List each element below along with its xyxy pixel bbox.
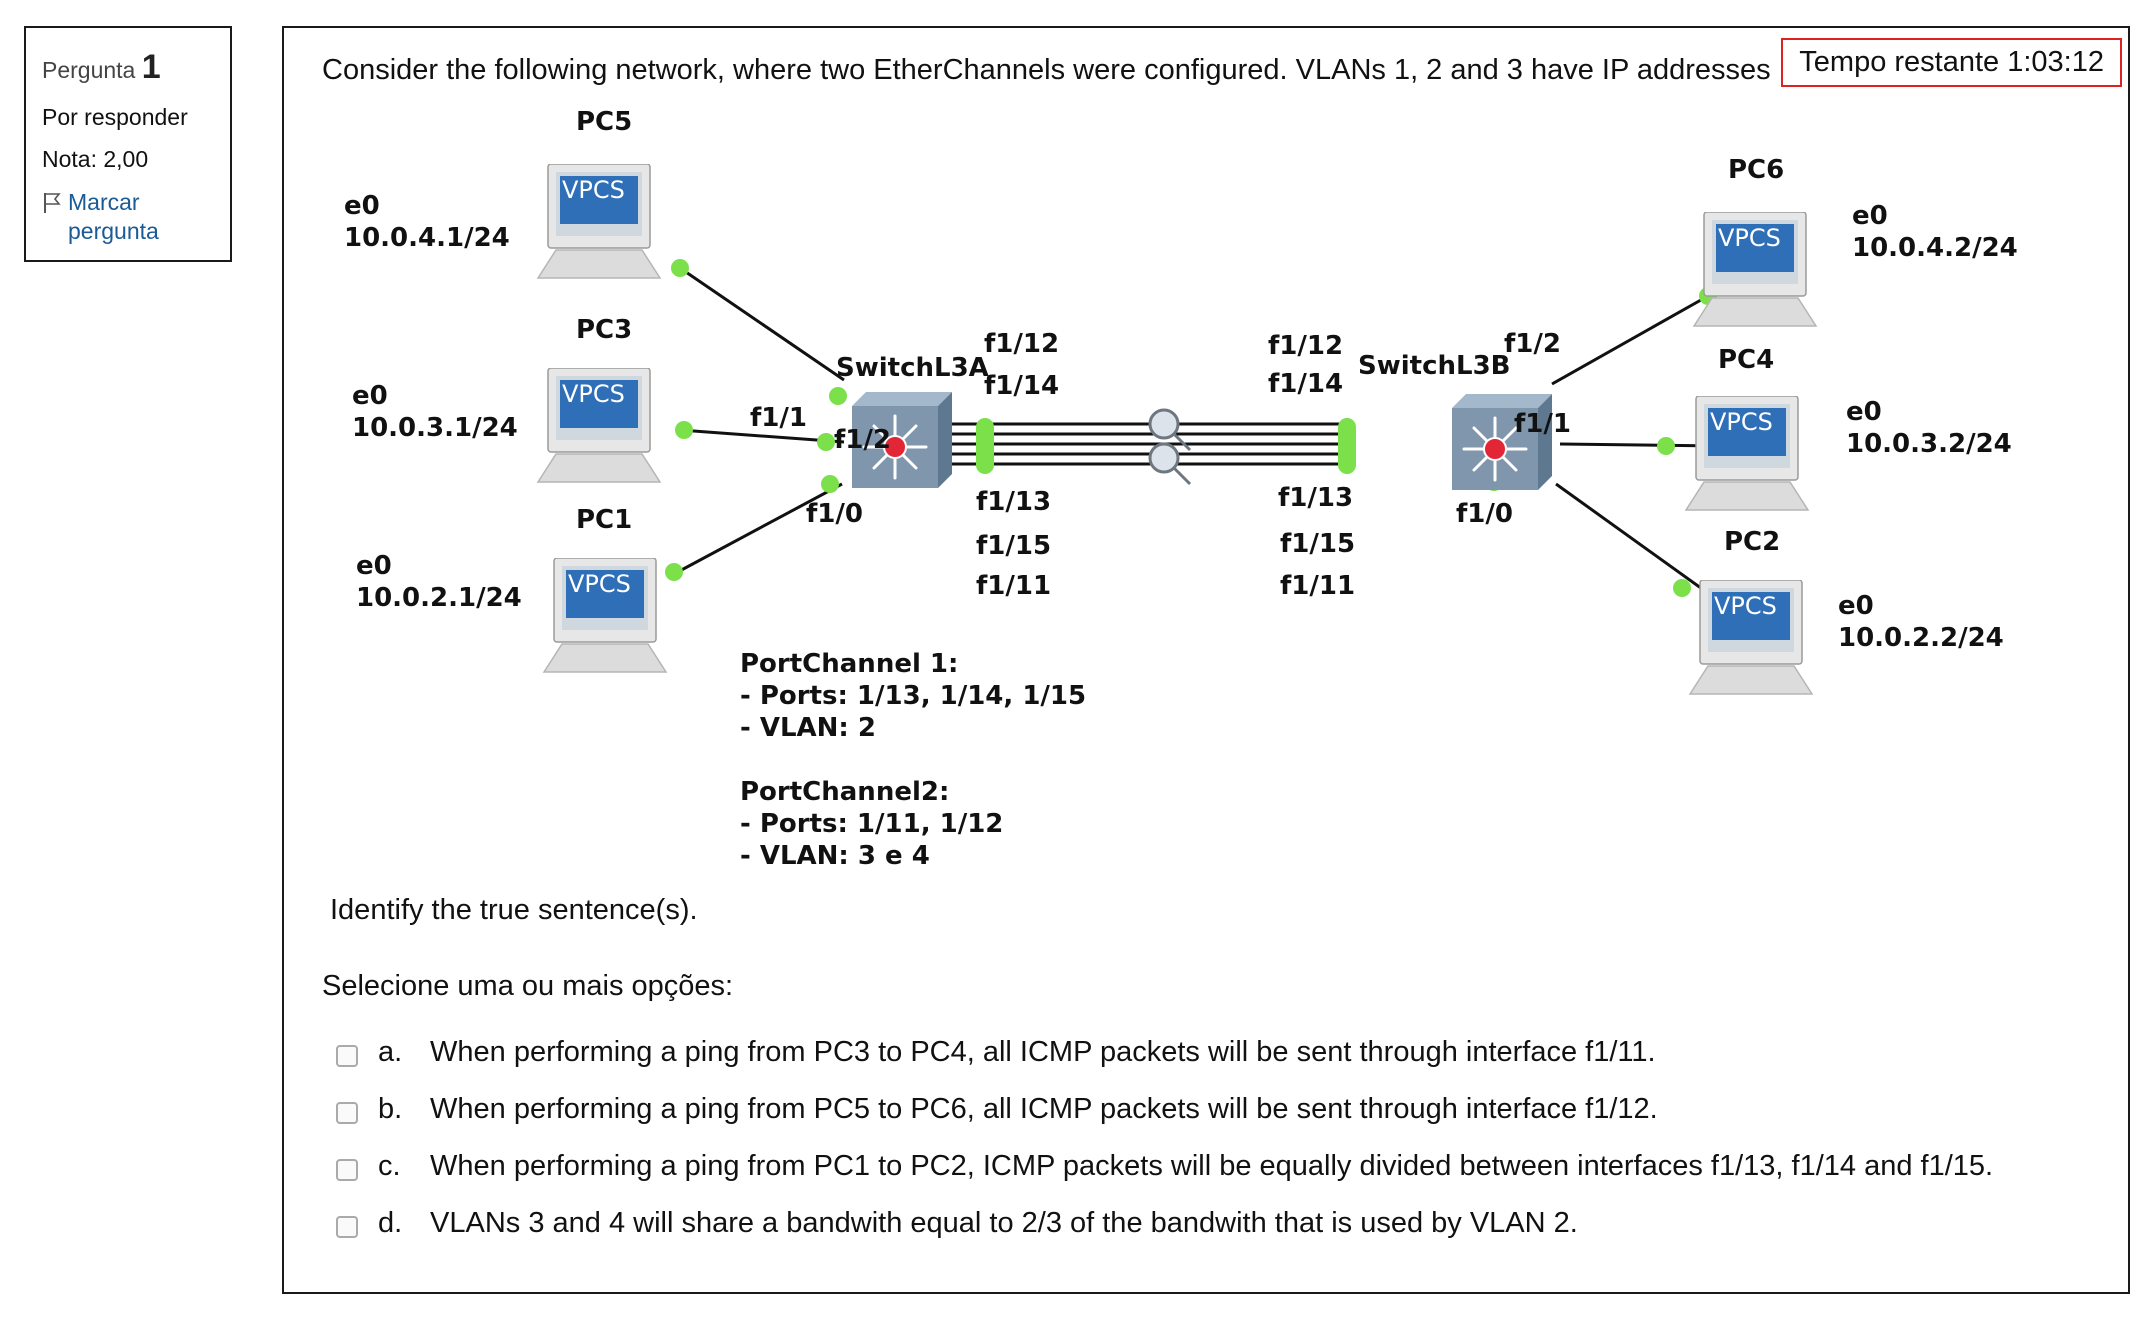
switch-a-port-f1-1: f1/1 — [750, 403, 807, 433]
option-a-letter: a. — [378, 1036, 403, 1068]
question-info-panel: Pergunta 1 Por responder Nota: 2,00 Marc… — [24, 26, 232, 262]
switch-a-port-f1-0: f1/0 — [806, 499, 863, 529]
answer-options: a. When performing a ping from PC3 to PC… — [336, 1024, 1993, 1252]
pc5-ip: 10.0.4.1/24 — [344, 223, 510, 253]
pc3-ip: 10.0.3.1/24 — [352, 413, 518, 443]
question-status: Por responder — [42, 103, 188, 130]
switch-a-port-f1-13: f1/13 — [976, 487, 1051, 517]
switch-b-label: SwitchL3B — [1358, 351, 1510, 381]
links — [673, 266, 1721, 598]
vpcs-label-pc3: VPCS — [562, 380, 625, 408]
switch-a-port-f1-14: f1/14 — [984, 371, 1059, 401]
portchannel1-title: PortChannel 1: — [740, 649, 958, 679]
switch-a-port-f1-11: f1/11 — [976, 571, 1051, 601]
pc5-iface: e0 — [344, 191, 380, 221]
pc3-name: PC3 — [576, 315, 632, 345]
option-c-letter: c. — [378, 1150, 401, 1182]
switch-a-port-f1-12: f1/12 — [984, 329, 1059, 359]
option-b-text: When performing a ping from PC5 to PC6, … — [430, 1093, 1658, 1125]
portchannel1-ports: - Ports: 1/13, 1/14, 1/15 — [740, 681, 1086, 711]
option-d-text: VLANs 3 and 4 will share a bandwith equa… — [430, 1207, 1578, 1239]
pc4-iface: e0 — [1846, 397, 1882, 427]
switch-b-port-f1-11: f1/11 — [1280, 571, 1355, 601]
pc2-name: PC2 — [1724, 527, 1780, 557]
link-pc1-switch-a — [673, 482, 843, 576]
vpcs-label-pc4: VPCS — [1710, 408, 1773, 436]
packet-capture-icon — [1148, 408, 1192, 486]
etherchannel-links — [900, 422, 1346, 466]
question-label: Pergunta — [42, 57, 136, 83]
question-container: Consider the following network, where tw… — [282, 26, 2130, 1294]
pc1-ip: 10.0.2.1/24 — [356, 583, 522, 613]
portchannel2-ports: - Ports: 1/11, 1/12 — [740, 809, 1003, 839]
link-pc5-switch-a — [679, 266, 845, 382]
question-heading: Pergunta 1 — [42, 46, 214, 89]
option-b-letter: b. — [378, 1093, 403, 1125]
option-c[interactable]: c. When performing a ping from PC1 to PC… — [336, 1138, 1993, 1195]
flag-question-link[interactable]: Marcar pergunta — [42, 188, 214, 246]
pc6-ip: 10.0.4.2/24 — [1852, 233, 2018, 263]
flag-icon — [44, 193, 61, 213]
switch-b-port-f1-15: f1/15 — [1280, 529, 1355, 559]
portchannel2-vlan: - VLAN: 3 e 4 — [740, 841, 930, 871]
question-grade: Nota: 2,00 — [42, 146, 149, 173]
switch-b-port-f1-2: f1/2 — [1504, 329, 1561, 359]
option-d[interactable]: d. VLANs 3 and 4 will share a bandwith e… — [336, 1195, 1993, 1252]
pc1-iface: e0 — [356, 551, 392, 581]
switch-b-port-f1-14: f1/14 — [1268, 369, 1343, 399]
vpcs-label-pc1: VPCS — [568, 570, 631, 598]
select-options-label: Selecione uma ou mais opções: — [322, 970, 734, 1002]
option-a-text: When performing a ping from PC3 to PC4, … — [430, 1036, 1656, 1068]
pc2-iface: e0 — [1838, 591, 1874, 621]
pc3-iface: e0 — [352, 381, 388, 411]
switch-b-port-f1-13: f1/13 — [1278, 483, 1353, 513]
switch-a-port-f1-2: f1/2 — [834, 425, 891, 455]
pc6-iface: e0 — [1852, 201, 1888, 231]
option-c-text: When performing a ping from PC1 to PC2, … — [430, 1150, 1994, 1182]
switch-b-port-f1-1: f1/1 — [1514, 409, 1571, 439]
link-pc3-switch-a — [679, 428, 845, 444]
link-pc6-switch-b — [1551, 294, 1709, 386]
link-pc4-switch-b — [1559, 442, 1721, 448]
pc2-ip: 10.0.2.2/24 — [1838, 623, 2004, 653]
pc4-ip: 10.0.3.2/24 — [1846, 429, 2012, 459]
pc1-name: PC1 — [576, 505, 632, 535]
pc6-name: PC6 — [1728, 155, 1784, 185]
option-d-letter: d. — [378, 1207, 403, 1239]
flag-question-label[interactable]: Marcar pergunta — [68, 189, 159, 244]
portchannel2-title: PortChannel2: — [740, 777, 949, 807]
vpcs-label-pc6: VPCS — [1718, 224, 1781, 252]
switch-b-port-f1-0: f1/0 — [1456, 499, 1513, 529]
pc5-name: PC5 — [576, 107, 632, 137]
switch-a-label: SwitchL3A — [836, 353, 989, 383]
question-instruction: Identify the true sentence(s). — [330, 894, 698, 926]
switch-b-port-f1-12: f1/12 — [1268, 331, 1343, 361]
option-a-checkbox[interactable] — [336, 1044, 358, 1067]
switch-a-port-f1-15: f1/15 — [976, 531, 1051, 561]
question-number: 1 — [141, 48, 161, 86]
pc4-name: PC4 — [1718, 345, 1774, 375]
network-diagram: SwitchL3A SwitchL3B VPCS VPCS VPCS VPCS … — [344, 107, 2018, 871]
link-pc2-switch-b — [1555, 482, 1713, 598]
portchannel1-vlan: - VLAN: 2 — [740, 713, 876, 743]
vpcs-label-pc5: VPCS — [562, 176, 625, 204]
vpcs-label-pc2: VPCS — [1714, 592, 1777, 620]
option-b-checkbox[interactable] — [336, 1101, 358, 1124]
question-text: Consider the following network, where tw… — [322, 54, 2008, 86]
time-remaining: Tempo restante 1:03:12 — [1781, 38, 2122, 87]
option-d-checkbox[interactable] — [336, 1215, 358, 1238]
option-a[interactable]: a. When performing a ping from PC3 to PC… — [336, 1024, 1993, 1081]
option-b[interactable]: b. When performing a ping from PC5 to PC… — [336, 1081, 1993, 1138]
option-c-checkbox[interactable] — [336, 1158, 358, 1181]
